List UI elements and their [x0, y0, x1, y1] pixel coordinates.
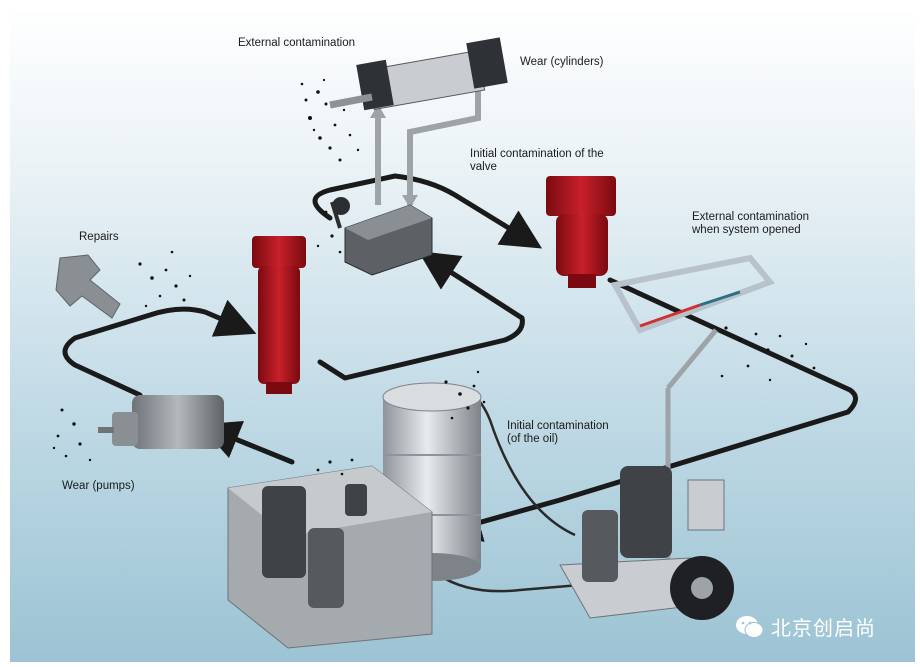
particles-opened: [720, 326, 816, 382]
particles: [52, 78, 816, 476]
particles-valve: [316, 210, 342, 254]
wrench-icon: [55, 254, 121, 319]
label-initial-contamination-valve: Initial contamination of the valve: [470, 148, 604, 173]
wechat-icon: [736, 615, 764, 638]
label-initial-contamination-oil: Initial contamination (of the oil): [507, 420, 609, 445]
pipe-return-to-tank: [440, 277, 858, 542]
return-filter: [546, 176, 616, 288]
label-repairs: Repairs: [79, 231, 119, 243]
gear-pump: [98, 395, 224, 449]
hacksaw: [610, 254, 776, 334]
particles-repairs: [138, 250, 192, 308]
pipe-network: [62, 173, 858, 542]
directional-valve: [330, 197, 433, 276]
label-wear-cylinders: Wear (cylinders): [520, 56, 604, 68]
filter-cart: [559, 328, 734, 620]
pipe-tank-to-pump: [199, 420, 295, 465]
pipe-valve-to-return-filter: [312, 173, 543, 249]
particles-pump: [52, 408, 92, 462]
watermark-text: 北京创启尚: [771, 616, 876, 640]
label-external-contamination: External contamination: [238, 37, 355, 49]
pressure-filter: [252, 236, 306, 394]
watermark: 北京创启尚: [735, 612, 876, 641]
hydraulic-cylinder: [329, 37, 508, 111]
arrow-down-to-valve: [402, 195, 418, 208]
pipe-filter-to-valve: [317, 251, 525, 381]
hydraulic-tank: [227, 465, 433, 649]
pipe-pump-to-filter: [62, 299, 257, 398]
particles-cylinder: [300, 78, 360, 162]
label-wear-pumps: Wear (pumps): [62, 480, 135, 492]
particles-tank: [316, 458, 354, 476]
arrow-up-to-cylinder: [370, 104, 386, 118]
label-external-contamination-opened: External contamination when system opene…: [692, 211, 809, 236]
particles-oil: [444, 370, 486, 420]
valve-lines: [375, 88, 481, 205]
